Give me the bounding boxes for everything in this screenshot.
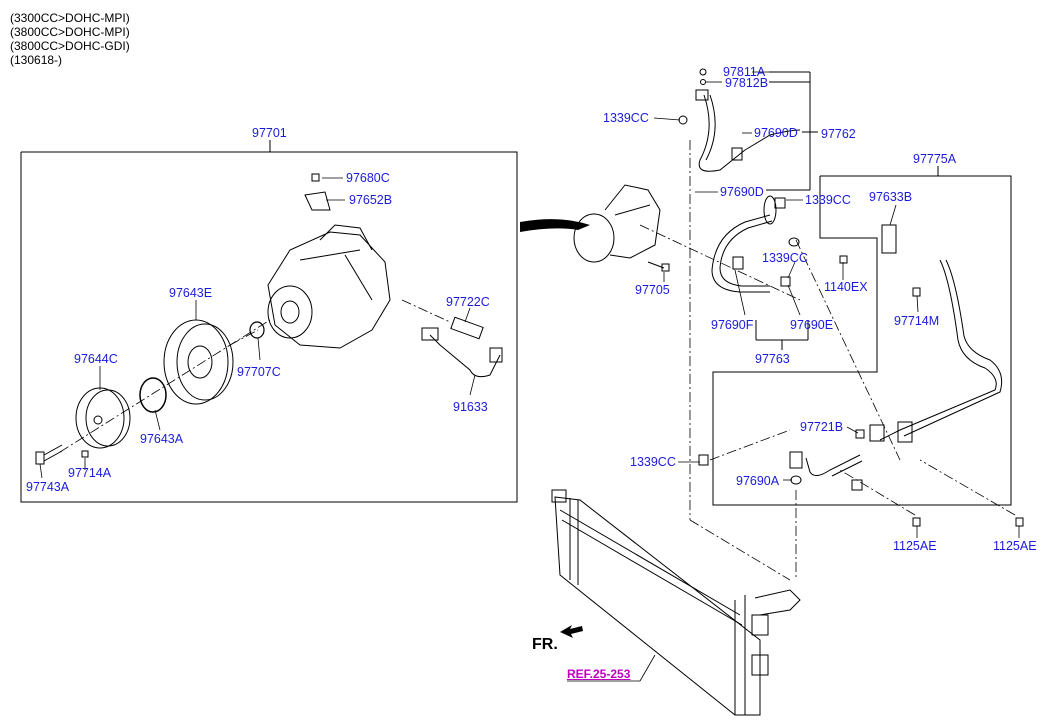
bolt-97680c [311, 173, 320, 182]
bolt-1125ae-right [1015, 517, 1024, 527]
part-1339cc-hose[interactable]: 1339CC [762, 251, 808, 265]
part-97705[interactable]: 97705 [635, 283, 670, 297]
spec-line-3: (3800CC>DOHC-GDI) [10, 39, 130, 53]
compressor-small [573, 184, 661, 263]
ref-link[interactable]: REF.25-253 [567, 667, 631, 681]
spec-line-4: (130618-) [10, 53, 63, 67]
part-1125ae-left[interactable]: 1125AE [893, 539, 937, 553]
part-97763[interactable]: 97763 [755, 352, 790, 366]
part-97643e[interactable]: 97643E [169, 286, 213, 300]
bolt-1125ae-left [912, 517, 921, 527]
part-97812b[interactable]: 97812B [725, 76, 769, 90]
part-97690d-upper[interactable]: 97690D [754, 126, 798, 140]
part-97743a[interactable]: 97743A [26, 480, 70, 494]
part-1339cc-top[interactable]: 1339CC [603, 111, 649, 125]
front-label: FR. [532, 636, 558, 653]
part-97721b[interactable]: 97721B [800, 420, 844, 434]
part-97775a[interactable]: 97775A [913, 152, 957, 166]
part-97701[interactable]: 97701 [252, 126, 287, 140]
part-97714m[interactable]: 97714M [894, 314, 940, 328]
front-arrow [560, 625, 583, 638]
clutch-hub [75, 387, 131, 449]
part-97762[interactable]: 97762 [821, 127, 856, 141]
liquid-tube [789, 224, 1003, 491]
part-97633b[interactable]: 97633B [869, 190, 913, 204]
part-1140ex[interactable]: 1140EX [824, 280, 868, 294]
liquid-tube-box [712, 175, 1012, 506]
part-97690e[interactable]: 97690E [790, 318, 834, 332]
pulley [163, 319, 234, 405]
part-1339cc-mid[interactable]: 1339CC [805, 193, 851, 207]
bolt-1140ex [839, 255, 848, 264]
nut-1339cc-lower [698, 454, 709, 466]
part-97690a[interactable]: 97690A [736, 474, 780, 488]
part-97680c[interactable]: 97680C [346, 171, 390, 185]
part-91633[interactable]: 91633 [453, 400, 488, 414]
bolt-97705 [647, 261, 670, 272]
spec-line-1: (3300CC>DOHC-MPI) [10, 11, 130, 25]
compressor-box [20, 151, 518, 503]
part-97811a[interactable]: 97811A [723, 65, 766, 79]
snap-ring [139, 377, 167, 413]
part-97690f[interactable]: 97690F [711, 318, 754, 332]
part-97722c[interactable]: 97722C [446, 295, 490, 309]
bolt-97714m [912, 287, 921, 297]
discharge-hose [711, 195, 800, 293]
part-97652b[interactable]: 97652B [349, 193, 393, 207]
shim [249, 321, 265, 339]
bracket-97652b [304, 191, 331, 211]
pressure-switch [421, 316, 503, 378]
part-97707c[interactable]: 97707C [237, 365, 281, 379]
compressor [267, 224, 391, 349]
part-1339cc-lower[interactable]: 1339CC [630, 455, 676, 469]
part-97690d-lower[interactable]: 97690D [720, 185, 764, 199]
spec-line-2: (3800CC>DOHC-MPI) [10, 25, 130, 39]
part-97643a[interactable]: 97643A [140, 432, 184, 446]
bolt-97743a [35, 444, 63, 465]
part-1125ae-right[interactable]: 1125AE [993, 539, 1037, 553]
bolt-97714a [81, 450, 89, 458]
suction-hose [678, 68, 801, 172]
part-97644c[interactable]: 97644C [74, 352, 118, 366]
pointer-arrow [520, 219, 590, 232]
part-97714a[interactable]: 97714A [68, 466, 112, 480]
condenser [551, 489, 801, 716]
